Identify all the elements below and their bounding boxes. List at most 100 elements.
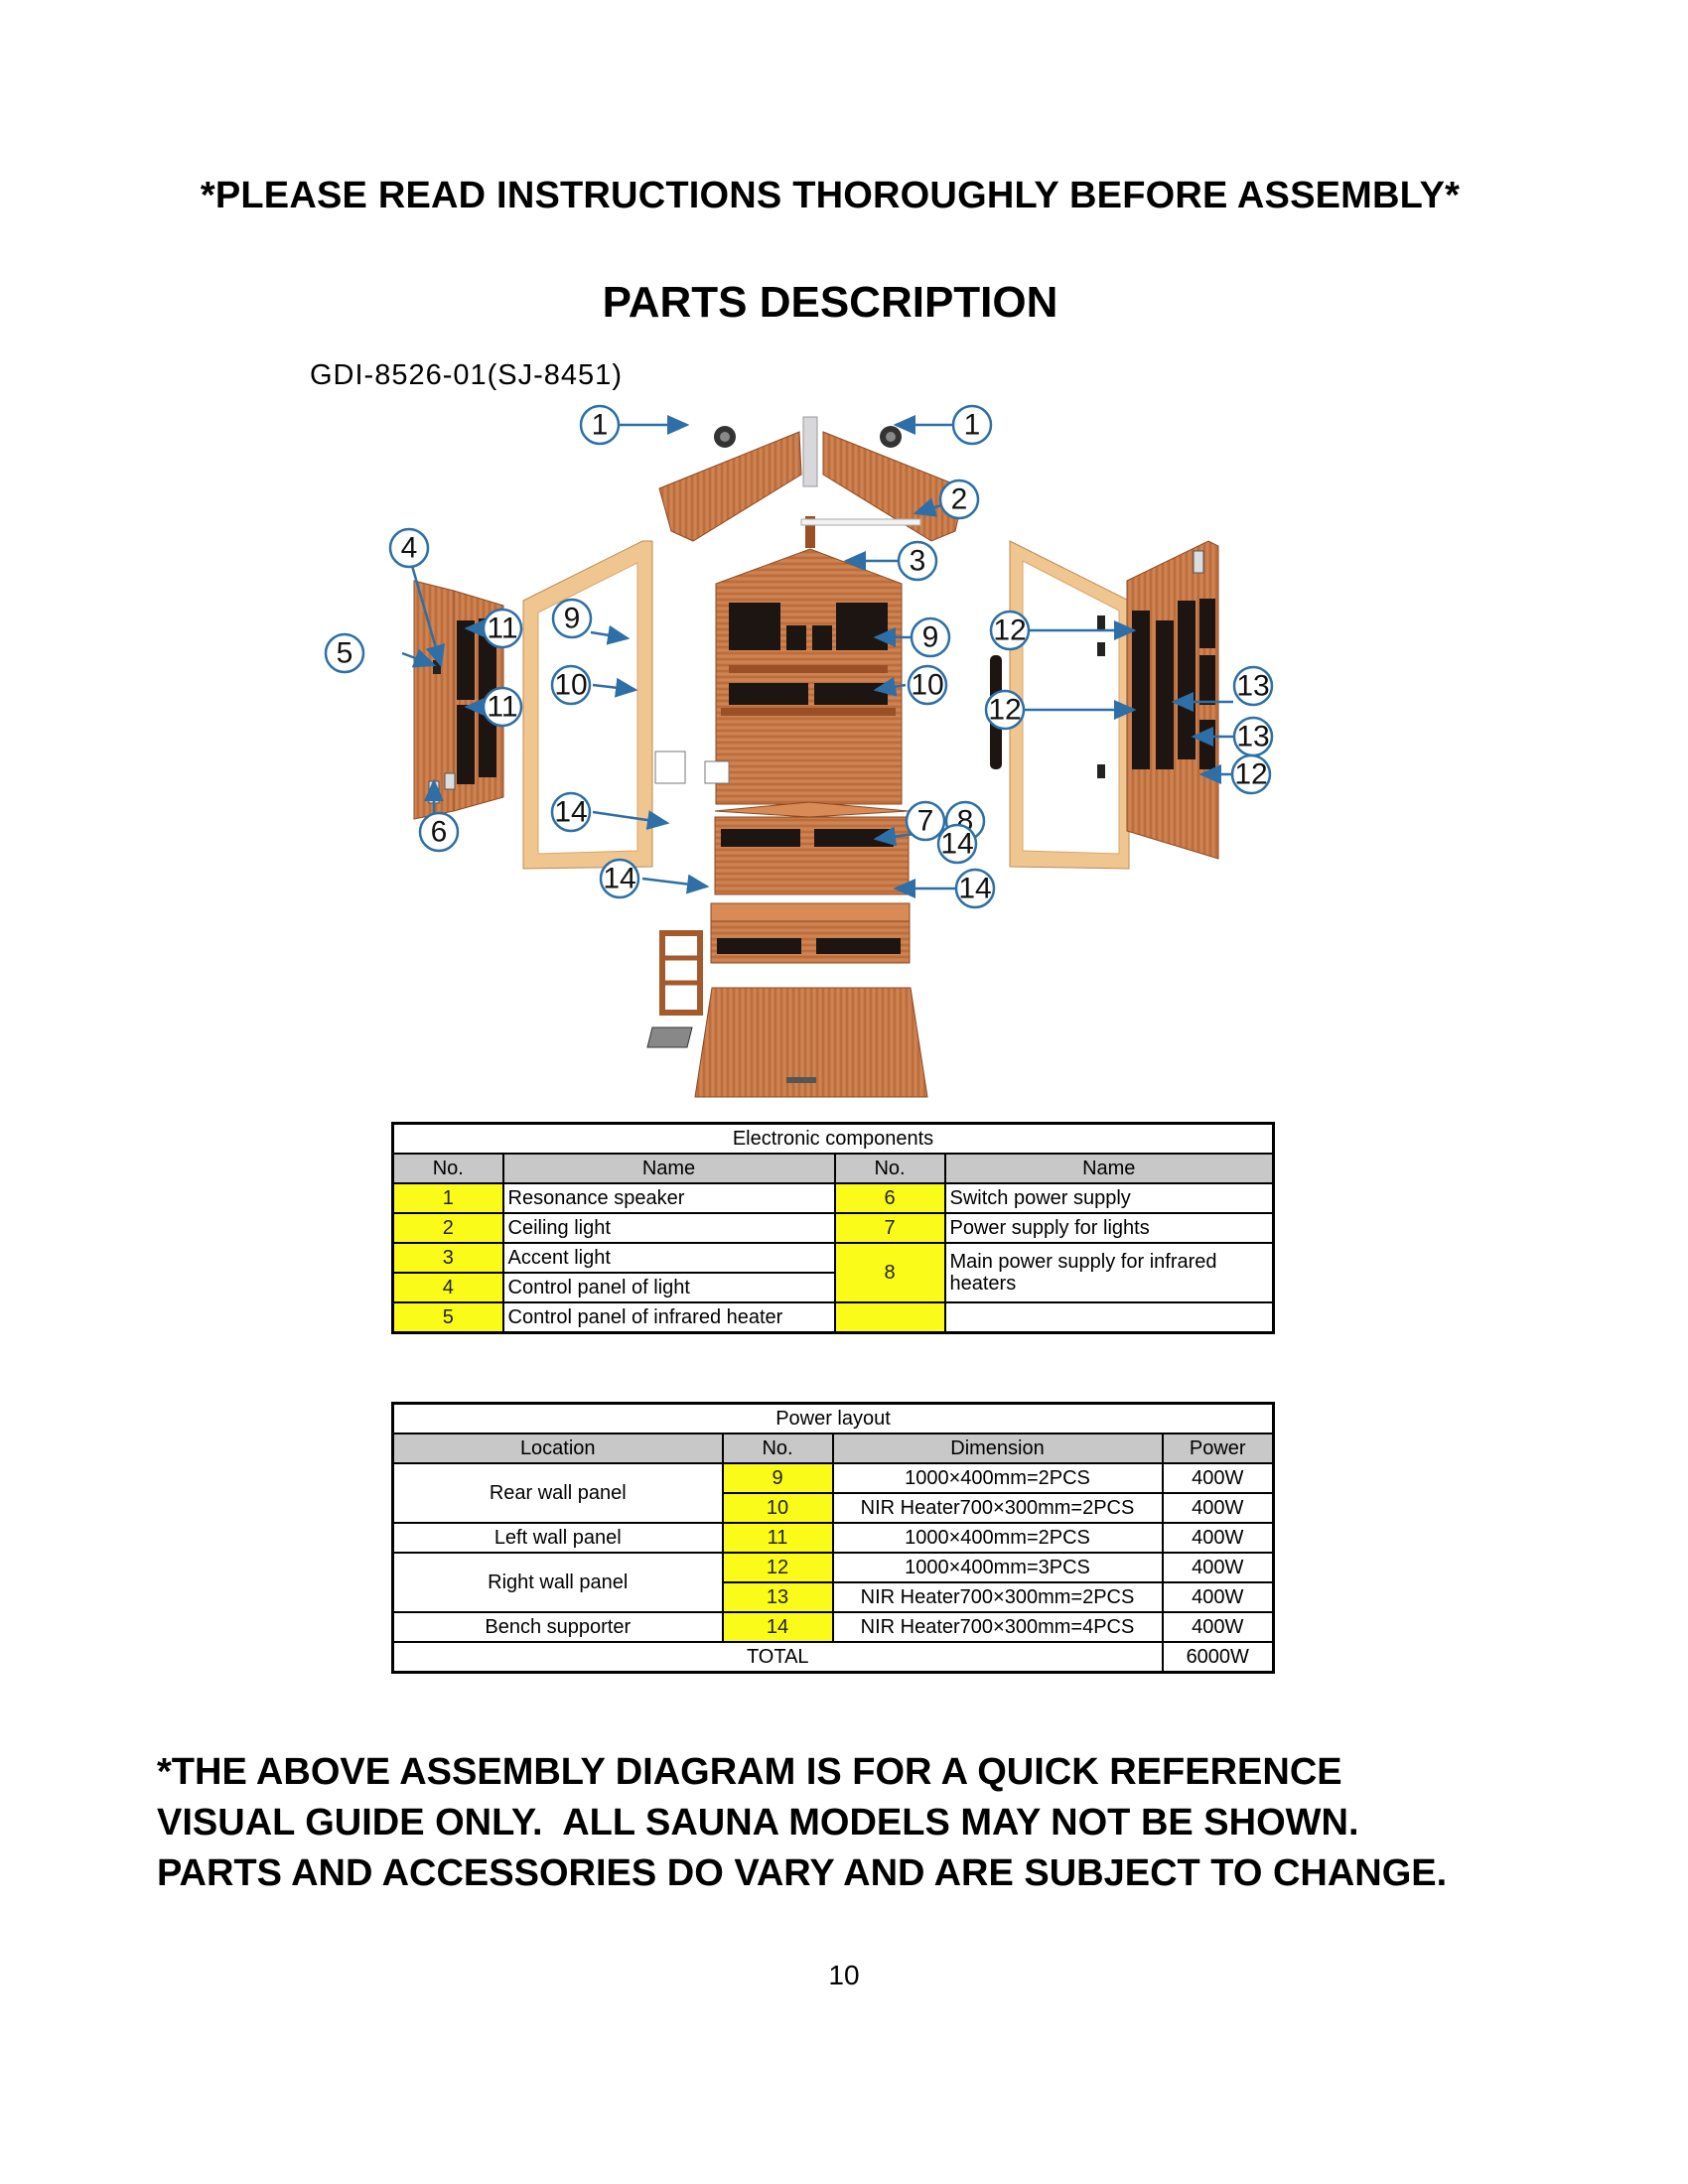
svg-text:7: 7 bbox=[917, 805, 934, 838]
disclaimer-notice: *THE ABOVE ASSEMBLY DIAGRAM IS FOR A QUI… bbox=[157, 1747, 1597, 1899]
svg-text:5: 5 bbox=[337, 637, 353, 670]
total-value: 6000W bbox=[1161, 1641, 1275, 1674]
total-row: TOTAL 6000W bbox=[391, 1641, 1275, 1674]
svg-text:9: 9 bbox=[564, 603, 581, 635]
dimension-cell: NIR Heater700×300mm=2PCS bbox=[831, 1581, 1164, 1613]
empty-cell bbox=[943, 1301, 1275, 1334]
power-cell: 400W bbox=[1161, 1462, 1275, 1494]
svg-text:4: 4 bbox=[401, 532, 418, 565]
ceiling-light bbox=[805, 516, 815, 548]
power-cell: 400W bbox=[1161, 1522, 1275, 1554]
part-number: 9 bbox=[721, 1462, 834, 1494]
column-header: Location bbox=[391, 1433, 724, 1464]
top-notice: *PLEASE READ INSTRUCTIONS THOROUGHLY BEF… bbox=[200, 175, 1461, 216]
bench-stool bbox=[659, 930, 703, 1016]
svg-text:13: 13 bbox=[1236, 670, 1269, 703]
callout-10a: 10 bbox=[550, 664, 592, 706]
total-label: TOTAL bbox=[391, 1641, 1164, 1674]
power-cell: 400W bbox=[1161, 1611, 1275, 1643]
power-layout-table: Power layout Location No. Dimension Powe… bbox=[391, 1402, 1275, 1674]
bench-lower bbox=[710, 902, 911, 964]
location-cell: Rear wall panel bbox=[391, 1462, 724, 1524]
part-name: Accent light bbox=[501, 1242, 836, 1274]
svg-text:14: 14 bbox=[940, 828, 973, 861]
roof-panel-left bbox=[658, 431, 802, 542]
table-row: 2 Ceiling light 7 Power supply for light… bbox=[391, 1212, 1275, 1244]
callout-9a: 9 bbox=[551, 598, 593, 639]
callout-13b: 13 bbox=[1232, 716, 1274, 757]
disclaimer-line: VISUAL GUIDE ONLY. ALL SAUNA MODELS MAY … bbox=[157, 1802, 1359, 1843]
table-row: Left wall panel 11 1000×400mm=2PCS 400W bbox=[391, 1522, 1275, 1554]
svg-text:3: 3 bbox=[910, 545, 926, 578]
column-header: No. bbox=[391, 1153, 504, 1184]
part-number: 7 bbox=[833, 1212, 946, 1244]
table-caption: Power layout bbox=[391, 1402, 1275, 1434]
svg-text:11: 11 bbox=[487, 691, 517, 724]
model-label: GDI-8526-01(SJ-8451) bbox=[310, 359, 623, 391]
part-number: 2 bbox=[391, 1212, 504, 1244]
power-cell: 400W bbox=[1161, 1581, 1275, 1613]
part-number: 10 bbox=[721, 1492, 834, 1524]
callout-11a: 11 bbox=[482, 608, 523, 649]
callout-12b: 12 bbox=[984, 689, 1026, 731]
callout-7: 7 bbox=[905, 800, 946, 842]
column-header: Power bbox=[1161, 1433, 1275, 1464]
svg-text:9: 9 bbox=[922, 621, 939, 654]
part-number: 8 bbox=[833, 1242, 946, 1303]
page-number: 10 bbox=[828, 1960, 860, 1990]
dimension-cell: NIR Heater700×300mm=4PCS bbox=[831, 1611, 1164, 1643]
dimension-cell: 1000×400mm=2PCS bbox=[831, 1522, 1164, 1554]
disclaimer-line: *THE ABOVE ASSEMBLY DIAGRAM IS FOR A QUI… bbox=[157, 1751, 1342, 1793]
table-row: 3 Accent light 8 Main power supply for i… bbox=[391, 1242, 1275, 1303]
callout-6: 6 bbox=[418, 811, 460, 853]
svg-text:1: 1 bbox=[964, 409, 981, 442]
part-number: 4 bbox=[391, 1272, 504, 1303]
roof-ridge bbox=[802, 416, 818, 487]
assembly-diagram: 1 1 2 3 4 5 6 7 8 9 9 10 10 11 11 12 12 … bbox=[324, 404, 1274, 1098]
empty-cell bbox=[833, 1301, 946, 1334]
callout-13a: 13 bbox=[1232, 665, 1274, 707]
svg-text:14: 14 bbox=[554, 796, 587, 829]
part-number: 13 bbox=[721, 1581, 834, 1613]
table-row: 13 NIR Heater700×300mm=2PCS 400W bbox=[393, 1581, 1275, 1613]
callout-10b: 10 bbox=[907, 664, 948, 706]
table-row: 10 NIR Heater700×300mm=2PCS 400W bbox=[393, 1492, 1275, 1524]
part-number: 1 bbox=[391, 1182, 504, 1214]
bench-upper bbox=[714, 801, 910, 895]
table-caption: Electronic components bbox=[391, 1122, 1275, 1155]
dimension-cell: 1000×400mm=2PCS bbox=[831, 1462, 1164, 1494]
svg-text:14: 14 bbox=[603, 863, 635, 895]
part-name: Power supply for lights bbox=[943, 1212, 1275, 1244]
part-number: 12 bbox=[721, 1552, 834, 1583]
column-header: No. bbox=[833, 1153, 946, 1184]
part-name: Control panel of light bbox=[501, 1272, 836, 1303]
svg-text:12: 12 bbox=[988, 694, 1021, 727]
part-number: 14 bbox=[721, 1611, 834, 1643]
column-header: No. bbox=[721, 1433, 834, 1464]
power-cell: 400W bbox=[1161, 1552, 1275, 1583]
part-number: 11 bbox=[721, 1522, 834, 1554]
callout-9b: 9 bbox=[910, 616, 951, 658]
callout-4: 4 bbox=[388, 527, 430, 569]
svg-text:2: 2 bbox=[951, 483, 968, 516]
callout-14c: 14 bbox=[599, 858, 640, 899]
svg-text:10: 10 bbox=[554, 669, 587, 702]
callout-1b: 1 bbox=[951, 404, 993, 446]
part-number: 6 bbox=[833, 1182, 946, 1214]
callout-14b: 14 bbox=[936, 823, 978, 865]
callout-12a: 12 bbox=[989, 610, 1031, 651]
svg-text:14: 14 bbox=[958, 873, 991, 905]
location-cell: Right wall panel bbox=[391, 1552, 724, 1613]
part-name: Control panel of infrared heater bbox=[501, 1301, 836, 1334]
right-wall-panel bbox=[1126, 540, 1219, 860]
column-header: Name bbox=[501, 1153, 836, 1184]
part-name: Ceiling light bbox=[501, 1212, 836, 1244]
floor-panel bbox=[694, 987, 928, 1098]
svg-text:10: 10 bbox=[911, 669, 943, 702]
disclaimer-line: PARTS AND ACCESSORIES DO VARY AND ARE SU… bbox=[157, 1852, 1448, 1894]
dimension-cell: NIR Heater700×300mm=2PCS bbox=[831, 1492, 1164, 1524]
electronic-components-table: Electronic components No. Name No. Name … bbox=[391, 1122, 1276, 1334]
page-title: PARTS DESCRIPTION bbox=[602, 278, 1058, 327]
svg-text:12: 12 bbox=[1234, 758, 1267, 791]
callout-1a: 1 bbox=[579, 404, 621, 446]
